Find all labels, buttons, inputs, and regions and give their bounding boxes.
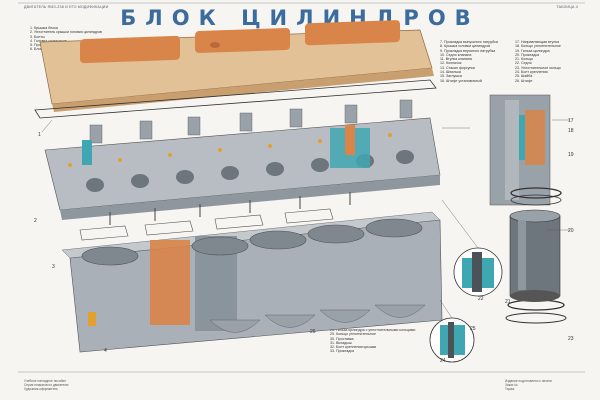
note-item: 7. Прокладка выпускного патрубка	[440, 40, 498, 44]
note-item: 11. Втулка клапана	[440, 57, 472, 62]
cover-cutaway-3	[305, 20, 400, 46]
note-item: 33. Прокладка	[330, 349, 355, 354]
note-item: 18. Кольцо уплотнительное	[515, 44, 561, 49]
note-item: 22. Седло	[515, 61, 532, 66]
header-table-number: ТАБЛИЦА 4	[556, 5, 578, 9]
cylinder-block	[61, 211, 443, 353]
head-injector-cut	[345, 125, 355, 155]
footer-line: Издание подготовлено к печати	[505, 379, 552, 383]
notes-bottom: 28. Гильза цилиндра с уплотнительными ко…	[330, 328, 445, 354]
notes-right: 17. Направляющая втулка 18. Кольцо уплот…	[515, 40, 585, 83]
note-item: 14. Шпилька	[440, 70, 461, 75]
callout-label: 25	[470, 326, 476, 332]
note-item: 24. Болт крепления	[515, 70, 548, 75]
block-cutaway	[150, 240, 190, 325]
valve-cover	[39, 20, 434, 112]
note-item: 10. Седло клапана	[440, 52, 472, 57]
crank-bulkheads	[209, 304, 426, 333]
callout-label: 19	[568, 152, 574, 158]
note-item: 23. Уплотнительное кольцо	[515, 65, 561, 70]
head-gaskets	[79, 208, 334, 241]
note-item: 9. Прокладка впускного патрубка	[440, 48, 496, 53]
liner-detail-top	[489, 94, 551, 206]
cover-gasket	[34, 79, 437, 119]
head-bolts	[68, 133, 392, 167]
note-item: 8. Крышка головки цилиндров	[440, 44, 491, 49]
note-item: 13. Стакан форсунки	[440, 65, 475, 70]
studs	[109, 192, 351, 225]
footer-line: Учебное наглядное пособие	[24, 379, 66, 383]
callout-label: 23	[568, 336, 574, 342]
callout-label: 2	[34, 218, 37, 224]
note-item: 1. Крышка блока	[30, 26, 58, 30]
bore-openings	[81, 218, 423, 266]
note-item: 2. Уплотнитель крышки головки цилиндров	[30, 30, 102, 35]
note-item: 32. Болт крепления крышки	[330, 345, 377, 350]
note-item: 29. Кольцо уплотнительное	[330, 332, 376, 337]
note-item: 4. Головка цилиндров	[30, 38, 67, 43]
magnified-detail	[429, 247, 503, 363]
note-item: 15. Заглушка	[440, 74, 462, 79]
notes-middle: 7. Прокладка выпускного патрубка 8. Крыш…	[440, 40, 510, 83]
note-item: 28. Гильза цилиндра с уплотнительными ко…	[330, 328, 416, 332]
cylinder-liner	[509, 209, 561, 302]
callout-label: 20	[568, 228, 574, 234]
note-item: 31. Вкладыш	[330, 340, 352, 345]
note-item: 26. Штифт	[515, 78, 533, 83]
poster-title: БЛОК ЦИЛИНДРОВ	[120, 6, 480, 30]
cover-bolt-boss	[210, 42, 220, 48]
note-item: 21. Кольцо	[515, 57, 533, 62]
callout-label: 18	[568, 128, 574, 134]
note-item: 16. Штифт установочный	[440, 78, 482, 83]
callout-label: 26	[310, 329, 316, 335]
callout-label: 4	[104, 348, 107, 354]
note-item: 12. Колпачок	[440, 61, 462, 66]
footer-left: Учебное наглядное пособие Серия плакатов…	[24, 379, 134, 391]
note-item: 3. Болты	[30, 34, 45, 39]
footer-line: Художник-оформитель	[24, 386, 58, 391]
callout-label: 1	[38, 132, 41, 138]
note-item: 19. Гильза цилиндра	[515, 48, 550, 53]
cover-cutaway-1	[80, 35, 180, 64]
footer-line: Заказ №	[505, 382, 518, 387]
callout-label: 22	[478, 296, 484, 302]
header-series-label: ДВИГАТЕЛЬ ЯМЗ-238 И ЕГО МОДИФИКАЦИИ	[24, 5, 109, 9]
footer-line: Серия плакатов по двигателю	[24, 382, 69, 387]
note-item: 20. Прокладка	[515, 52, 540, 57]
head-side-cut	[82, 140, 92, 165]
callout-label: 3	[52, 264, 55, 270]
rocker-posts	[89, 99, 413, 144]
leader-lines	[41, 119, 570, 319]
block-plug	[88, 312, 96, 326]
note-item: 30. Проставка	[330, 336, 354, 341]
footer-line: Тираж	[505, 386, 515, 391]
note-item: 25. Шайба	[515, 74, 533, 79]
callout-label: 21	[505, 299, 511, 305]
callout-label: 24	[440, 358, 446, 364]
note-item: 17. Направляющая втулка	[515, 40, 559, 44]
footer-right: Издание подготовлено к печати Заказ № Ти…	[505, 379, 585, 391]
callout-label: 17	[568, 118, 574, 124]
